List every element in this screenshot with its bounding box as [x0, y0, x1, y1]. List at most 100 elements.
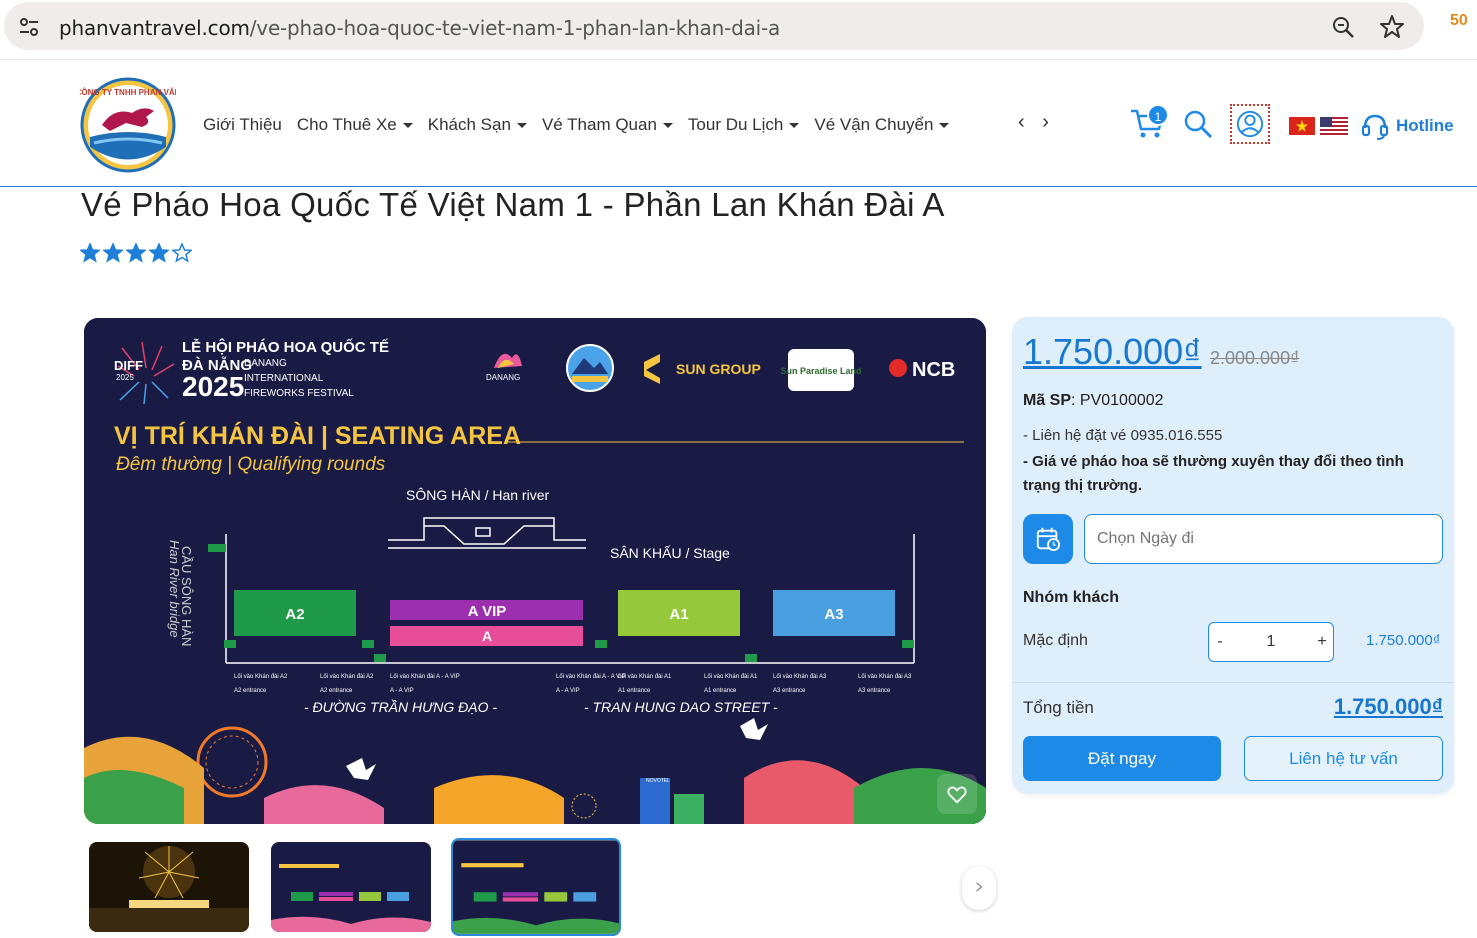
zoom-icon[interactable]: [1330, 14, 1356, 40]
nav-label: Giới Thiệu: [203, 115, 282, 134]
entrance-label: Lối vào Khán đài A2: [320, 674, 374, 680]
url-text[interactable]: phanvantravel.com/ve-phao-hoa-quoc-te-vi…: [59, 16, 780, 40]
event-title: LỄ HỘI PHÁO HOA QUỐC TẾ: [182, 338, 389, 356]
total-label: Tổng tiền: [1023, 698, 1094, 717]
account-button[interactable]: [1230, 104, 1270, 144]
danang-logo: DANANG: [486, 353, 522, 382]
caret-down-icon: [662, 122, 673, 128]
nav-item-tour-du-lich[interactable]: Tour Du Lịch: [687, 115, 800, 135]
sku-label: Mã SP: [1023, 392, 1072, 409]
contact-note: - Liên hệ đặt vé 0935.016.555: [1023, 427, 1223, 444]
entrance-label-en: A - A VIP: [390, 688, 414, 694]
browser-toolbar: phanvantravel.com/ve-phao-hoa-quoc-te-vi…: [0, 0, 1477, 60]
zone-a2-label: A2: [285, 606, 304, 623]
nav-label: Tour Du Lịch: [687, 115, 784, 134]
event-sub-1: DANANG: [244, 358, 287, 369]
quantity-value[interactable]: 1: [1266, 633, 1276, 650]
thumbnail-fireworks[interactable]: [89, 842, 249, 932]
thumbnail-strip: [84, 838, 994, 938]
entrance-label: Lối vào Khán đài A3: [858, 674, 912, 680]
star-filled-icon: [126, 243, 146, 263]
ncb-logo: NCB: [889, 359, 955, 381]
entrance-label-en: A3 entrance: [858, 688, 891, 694]
nav-label: Cho Thuê Xe: [296, 115, 397, 134]
thumbnail-image: [271, 842, 431, 932]
main-nav: Giới Thiệu Cho Thuê Xe Khách Sạn Vé Tham…: [203, 115, 950, 135]
event-sub-3: FIREWORKS FESTIVAL: [244, 388, 354, 399]
zone-a1-label: A1: [669, 606, 688, 623]
hotline-link[interactable]: Hotline: [1360, 111, 1454, 141]
site-settings-icon[interactable]: [16, 14, 42, 40]
nav-item-gioi-thieu[interactable]: Giới Thiệu: [203, 115, 282, 135]
extension-badge: 50: [1450, 12, 1468, 29]
departure-date-input[interactable]: [1084, 514, 1443, 564]
thumbnail-next-button[interactable]: [962, 866, 996, 910]
sun-group-text: SUN GROUP: [676, 361, 761, 377]
danang-text: DANANG: [486, 373, 520, 382]
zone-a1: [618, 590, 740, 636]
booking-panel: 1.750.000₫ 2.000.000₫ Mã SP: PV0100002 -…: [1012, 317, 1454, 794]
nav-item-cho-thue-xe[interactable]: Cho Thuê Xe: [297, 115, 413, 135]
stage-label: SÂN KHẤU / Stage: [610, 545, 730, 561]
entrance-label-en: A - A VIP: [556, 688, 580, 694]
decrease-button[interactable]: -: [1217, 633, 1223, 650]
bridge-label-en: Han River bridge: [167, 540, 182, 638]
nav-label: Vé Tham Quan: [541, 115, 657, 134]
url-domain: phanvantravel.com: [59, 16, 250, 40]
thumbnail-seating-map-2[interactable]: [451, 838, 621, 936]
calendar-button[interactable]: [1023, 514, 1073, 564]
stage-drawing: [388, 517, 586, 549]
bookmark-star-icon[interactable]: [1379, 14, 1405, 40]
consult-button[interactable]: Liên hệ tư vấn: [1244, 736, 1443, 781]
nav-item-ve-tham-quan[interactable]: Vé Tham Quan: [542, 115, 673, 135]
nav-item-ve-van-chuyen[interactable]: Vé Vận Chuyển: [814, 115, 950, 135]
guest-group-label: Nhóm khách: [1023, 589, 1120, 606]
event-city: ĐÀ NẴNG: [182, 357, 252, 374]
product-main-image[interactable]: DIFF 2025 LỄ HỘI PHÁO HOA QUỐC TẾ ĐÀ NẴN…: [84, 318, 986, 824]
quantity-stepper: - 1 +: [1208, 622, 1334, 662]
sku-value: : PV0100002: [1071, 392, 1164, 409]
entrance-label: Lối vào Khán đài A1: [704, 674, 758, 680]
zone-a-label: A: [482, 628, 492, 644]
sun-group-logo: SUN GROUP: [644, 354, 761, 384]
caret-down-icon: [402, 122, 413, 128]
zone-avip-label: A VIP: [468, 603, 507, 620]
extension-icon[interactable]: 50: [1450, 12, 1476, 38]
vietnamese-flag-icon[interactable]: [1289, 117, 1315, 135]
city-seal-logo: [566, 344, 614, 392]
favorite-button[interactable]: [937, 774, 977, 814]
thumbnail-seating-map-1[interactable]: [271, 842, 431, 932]
star-empty-icon: [172, 243, 192, 263]
caret-down-icon: [516, 122, 527, 128]
nav-scroll-arrows[interactable]: ‹ ›: [1018, 111, 1055, 133]
heart-icon: [947, 786, 967, 804]
sun-paradise-text: Sun Paradise Land: [780, 366, 861, 376]
total-value: 1.750.000₫: [1333, 694, 1443, 719]
calendar-icon: [1036, 527, 1061, 552]
thumbnail-image: [453, 840, 619, 934]
sun-paradise-logo: Sun Paradise Land: [780, 349, 862, 391]
english-flag-icon[interactable]: [1320, 117, 1348, 135]
company-logo[interactable]: CÔNG TY TNHH PHAN VĂN: [80, 77, 176, 173]
search-icon[interactable]: [1183, 109, 1213, 139]
entrance-label-en: A3 entrance: [773, 688, 806, 694]
increase-button[interactable]: +: [1317, 633, 1327, 650]
star-filled-icon: [103, 243, 123, 263]
book-now-button[interactable]: Đặt ngay: [1023, 736, 1221, 781]
nav-item-khach-san[interactable]: Khách Sạn: [428, 115, 527, 135]
default-guest-label: Mặc định: [1023, 632, 1088, 649]
seating-map-image: DIFF 2025 LỄ HỘI PHÁO HOA QUỐC TẾ ĐÀ NẴN…: [84, 318, 986, 824]
street-label-vi: - ĐƯỜNG TRẦN HƯNG ĐẠO -: [304, 699, 497, 715]
current-price: 1.750.000₫: [1023, 331, 1202, 372]
url-path: /ve-phao-hoa-quoc-te-viet-nam-1-phan-lan…: [249, 16, 781, 40]
cart-count-badge: 1: [1147, 104, 1169, 126]
entrance-label: Lối vào Khán đài A1: [618, 674, 672, 680]
nav-label: Khách Sạn: [427, 115, 511, 134]
star-filled-icon: [149, 243, 169, 263]
entrance-label-en: A1 entrance: [704, 688, 737, 694]
address-bar[interactable]: phanvantravel.com/ve-phao-hoa-quoc-te-vi…: [4, 2, 1424, 50]
zone-a2: [234, 590, 356, 636]
star-rating: [80, 243, 192, 263]
diff-year: 2025: [116, 373, 134, 382]
entrance-label: Lối vào Khán đài A - A VIP: [556, 674, 626, 680]
